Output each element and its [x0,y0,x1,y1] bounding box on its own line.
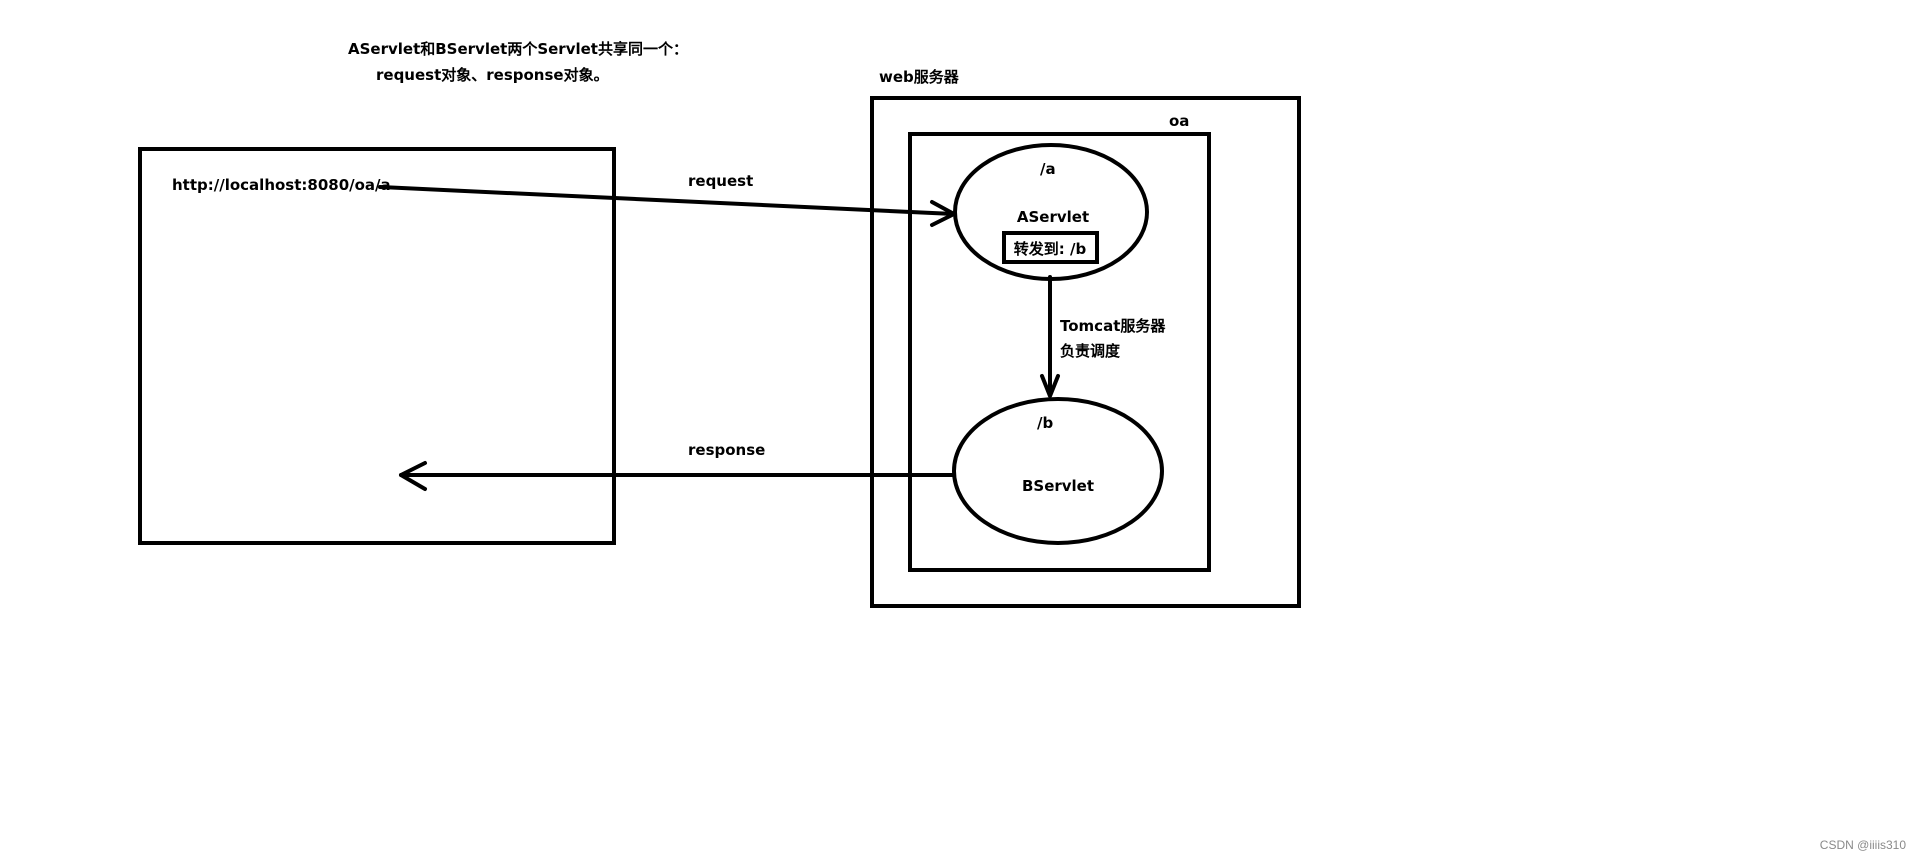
note-line-2: request对象、response对象。 [376,66,609,84]
note-line-1: AServlet和BServlet两个Servlet共享同一个： [348,40,688,58]
browser-url: http://localhost:8080/oa/a [172,176,391,194]
web-server-frame [870,96,1301,608]
dispatch-label-1: Tomcat服务器 [1060,317,1166,335]
response-arrow: response [399,441,955,491]
browser-frame [138,147,616,545]
dispatch-arrow: Tomcat服务器 负责调度 [1040,275,1166,398]
bservlet-name: BServlet [1022,477,1094,495]
aservlet-name: AServlet [1017,208,1089,226]
dispatch-label-2: 负责调度 [1060,342,1121,360]
forward-box [1002,231,1099,264]
request-arrowhead [930,200,956,227]
browser-box: http://localhost:8080/oa/a [138,147,616,545]
aservlet: /a AServlet 转发到: /b [953,143,1149,281]
forward-label: 转发到: /b [1014,240,1087,258]
bservlet-path: /b [1037,414,1053,432]
dispatch-arrowhead [1040,374,1060,398]
request-arrow: request [378,172,956,227]
web-server-label: web服务器 [879,68,960,86]
bservlet-ellipse [952,397,1164,545]
aservlet-path: /a [1040,160,1056,178]
watermark: CSDN @iiiis310 [1820,838,1907,852]
bservlet: /b BServlet [952,397,1164,545]
response-arrowhead [399,461,427,491]
oa-app: oa /a AServlet 转发到: /b Tomcat服务器 负责调度 /b [908,112,1211,572]
shared-objects-note: AServlet和BServlet两个Servlet共享同一个： request… [348,40,688,84]
web-server: web服务器 oa /a AServlet 转发到: /b Tomcat服务器 … [870,68,1301,608]
oa-app-label: oa [1169,112,1189,130]
request-label: request [688,172,753,190]
response-label: response [688,441,765,459]
oa-app-frame [908,132,1211,572]
request-arrow-shaft [378,185,956,216]
